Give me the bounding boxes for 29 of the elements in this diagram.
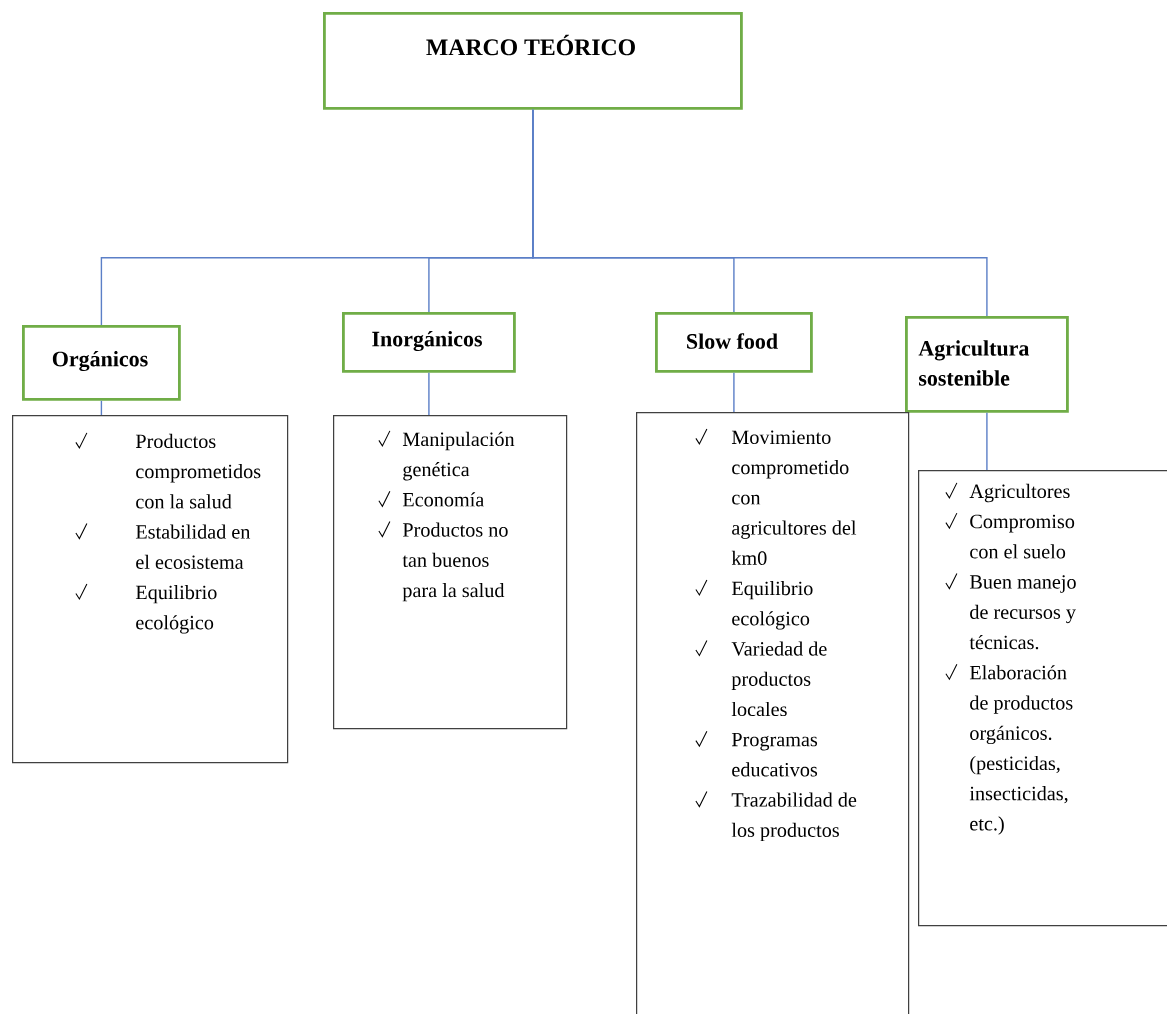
list-box bbox=[12, 415, 289, 764]
list-item: Productos comprometidos con la salud bbox=[135, 433, 261, 509]
connector-line bbox=[100, 400, 103, 416]
list-box bbox=[636, 412, 910, 1014]
list-item: Trazabilidad de los productos bbox=[731, 792, 857, 842]
list-item: Economía bbox=[402, 492, 484, 507]
list-item: Productos no tan buenos para la salud bbox=[402, 522, 508, 602]
list-item: Agricultores bbox=[969, 483, 1070, 503]
list-item: Manipulación genética bbox=[402, 431, 515, 481]
list-item: Elaboración de productos orgánicos. (pesticidas, insecticidas, etc.) bbox=[969, 665, 1073, 835]
list-item: Movimiento comprometido con agricultores del km0 bbox=[731, 430, 857, 565]
list-item: Estabilidad en el ecosistema bbox=[135, 524, 251, 569]
list-item: Equilibrio ecológico bbox=[135, 585, 217, 634]
list-item: Equilibrio ecológico bbox=[731, 581, 813, 630]
category-box: Agricultura sostenible bbox=[905, 316, 1069, 413]
list-item: Compromiso con el suelo bbox=[970, 514, 1075, 559]
category-box: Orgánicos bbox=[22, 325, 181, 401]
list-box bbox=[918, 470, 1167, 927]
connector-line bbox=[986, 412, 988, 471]
category-box: Inorgánicos bbox=[342, 312, 516, 373]
category-box: Slow food bbox=[655, 312, 813, 373]
list-item: Variedad de productos locales bbox=[731, 641, 827, 717]
connector-line bbox=[532, 109, 988, 317]
list-box bbox=[333, 415, 568, 730]
list-item: Buen manejo de recursos y técnicas. bbox=[969, 575, 1076, 650]
connector-line bbox=[428, 372, 430, 416]
connector-line bbox=[733, 372, 735, 413]
list-item: Programas educativos bbox=[731, 732, 818, 777]
title-box: MARCO TEÓRICO bbox=[323, 12, 743, 110]
